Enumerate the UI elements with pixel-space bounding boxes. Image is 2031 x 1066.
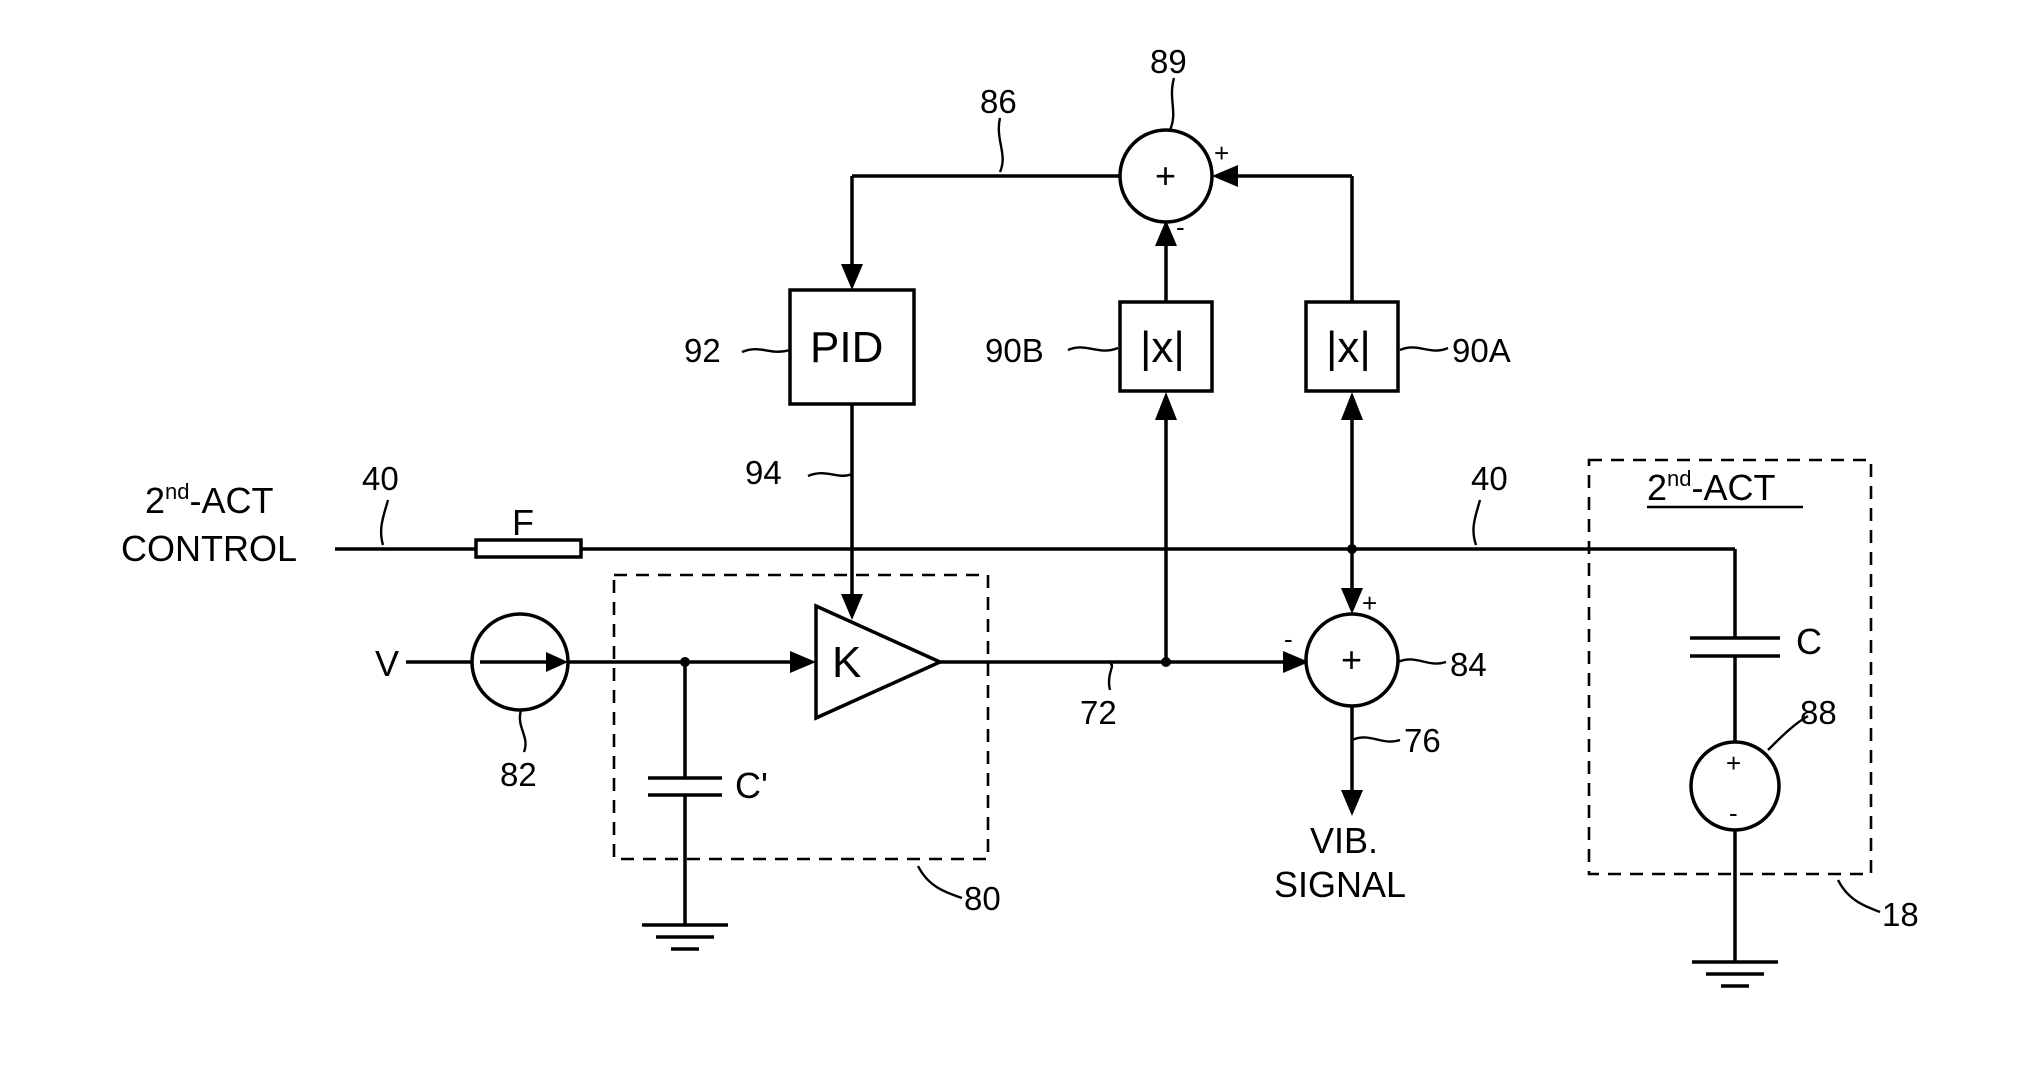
- abs-90b-label: |x|: [1140, 323, 1185, 372]
- filter-label: F: [512, 502, 534, 543]
- source-88-plus: +: [1726, 748, 1741, 778]
- vib-label-line1: VIB.: [1310, 820, 1378, 861]
- pid-label: PID: [810, 323, 883, 372]
- ref-40-right: 40: [1471, 460, 1508, 497]
- ref-76: 76: [1404, 722, 1441, 759]
- ref-88: 88: [1800, 694, 1837, 731]
- ground-right: [1692, 962, 1778, 986]
- ref-82: 82: [500, 756, 537, 793]
- control-label-line1: 2nd-ACT: [145, 479, 274, 521]
- ref-92: 92: [684, 332, 721, 369]
- ref-84: 84: [1450, 646, 1487, 683]
- cap-cprime-label: C': [735, 765, 768, 806]
- control-label-line2: CONTROL: [121, 528, 297, 569]
- capacitor-c-prime: [648, 662, 722, 925]
- capacitor-c: [1690, 638, 1780, 742]
- current-source-82: [472, 614, 568, 710]
- ref-80: 80: [964, 880, 1001, 917]
- ref-94: 94: [745, 454, 782, 491]
- vib-label-line2: SIGNAL: [1274, 864, 1406, 905]
- ref-40-left: 40: [362, 460, 399, 497]
- v-label: V: [375, 643, 399, 684]
- abs-90a-label: |x|: [1326, 323, 1371, 372]
- sum-84-plus: +: [1362, 588, 1377, 618]
- sum-89-plus: +: [1214, 138, 1229, 168]
- gain-label: K: [832, 638, 861, 687]
- block-80-boundary: [614, 575, 988, 859]
- cap-c-label: C: [1796, 621, 1822, 662]
- ref-89: 89: [1150, 43, 1187, 80]
- ref-90b: 90B: [985, 332, 1044, 369]
- sum-89-minus: -: [1176, 212, 1185, 242]
- source-88-minus: -: [1729, 798, 1738, 828]
- sum-84-symbol: +: [1341, 639, 1362, 680]
- ref-72: 72: [1080, 694, 1117, 731]
- act-label: 2nd-ACT: [1647, 466, 1776, 508]
- sum-84-minus: -: [1284, 624, 1293, 654]
- ref-86: 86: [980, 83, 1017, 120]
- ref-90a: 90A: [1452, 332, 1511, 369]
- ref-18: 18: [1882, 896, 1919, 933]
- ground-left: [642, 925, 728, 949]
- sum-89-symbol: +: [1155, 155, 1176, 196]
